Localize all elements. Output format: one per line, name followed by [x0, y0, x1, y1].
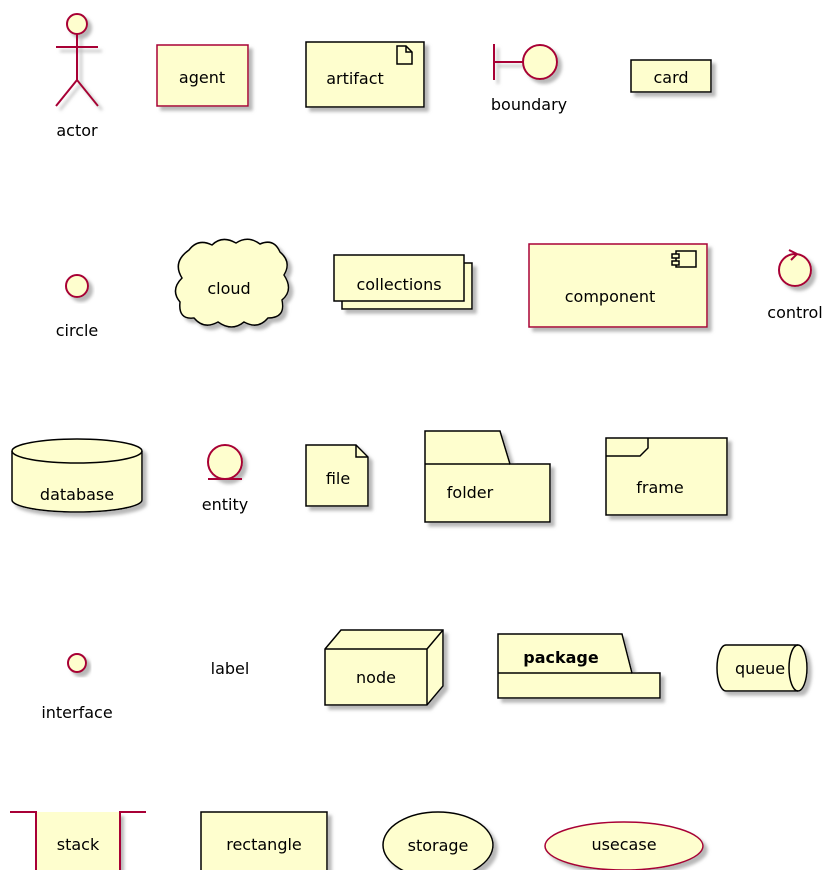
- actor-label: actor: [56, 121, 98, 140]
- package-element: package: [497, 633, 661, 699]
- entity-label: entity: [202, 495, 248, 514]
- package-label: package: [523, 648, 599, 667]
- collections-label: collections: [356, 275, 441, 294]
- folder-label: folder: [447, 483, 494, 502]
- file-element: file: [305, 444, 369, 507]
- frame-element: frame: [605, 437, 728, 516]
- boundary-label: boundary: [491, 95, 567, 114]
- circle-element: circle: [56, 274, 99, 340]
- agent-element: agent: [156, 44, 249, 107]
- artifact-document-icon: [396, 45, 413, 65]
- node-label: node: [356, 668, 396, 687]
- usecase-label: usecase: [591, 835, 656, 854]
- database-element: database: [11, 438, 143, 513]
- folder-element: folder: [424, 430, 551, 523]
- label-label: label: [211, 659, 250, 678]
- stack-element: stack: [10, 811, 146, 870]
- component-label: component: [565, 287, 656, 306]
- collections-element: collections: [333, 254, 473, 310]
- control-label: control: [767, 303, 822, 322]
- card-label: card: [653, 68, 688, 87]
- queue-label: queue: [735, 659, 785, 678]
- boundary-element: boundary: [491, 44, 567, 114]
- agent-label: agent: [179, 68, 225, 87]
- artifact-element: artifact: [305, 41, 425, 108]
- component-element: component: [528, 243, 708, 328]
- card-element: card: [630, 59, 712, 93]
- component-icon: [671, 250, 697, 268]
- rectangle-element: rectangle: [200, 811, 328, 870]
- storage-element: storage: [382, 811, 494, 870]
- circle-label: circle: [56, 321, 99, 340]
- storage-label: storage: [408, 836, 469, 855]
- label-element: label: [211, 659, 250, 678]
- database-label: database: [40, 485, 114, 504]
- rectangle-label: rectangle: [226, 835, 302, 854]
- usecase-element: usecase: [544, 821, 704, 870]
- interface-label: interface: [41, 703, 112, 722]
- cloud-element: cloud: [174, 238, 290, 328]
- artifact-label: artifact: [326, 69, 384, 88]
- frame-label: frame: [636, 478, 683, 497]
- control-arrow-icon: [788, 249, 798, 261]
- interface-element: interface: [41, 653, 113, 722]
- cloud-label: cloud: [207, 279, 250, 298]
- stack-label: stack: [57, 835, 100, 854]
- entity-element: entity: [202, 444, 248, 514]
- queue-element: queue: [716, 644, 808, 692]
- file-label: file: [326, 469, 350, 488]
- node-element: node: [324, 629, 444, 706]
- control-element: control: [767, 249, 823, 322]
- actor-element: actor: [55, 13, 99, 140]
